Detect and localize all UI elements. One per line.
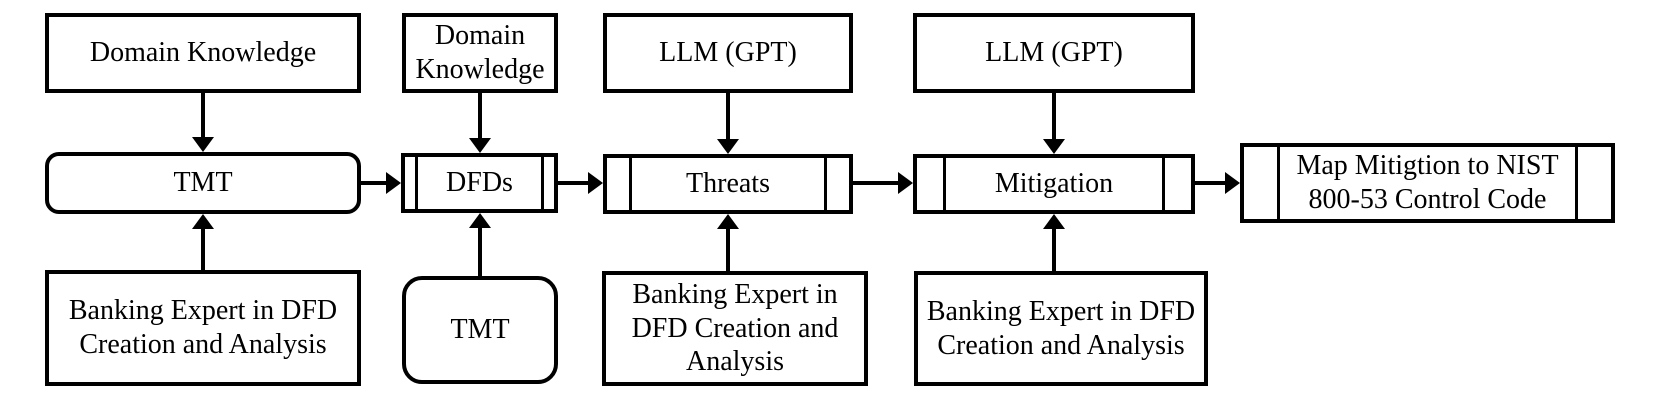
stage3-bottom-arrowhead-up-icon [717, 214, 739, 229]
stage3-top-input-box: LLM (GPT) [603, 13, 853, 93]
stage2-bottom-arrowhead-up-icon [469, 213, 491, 228]
stage4-process-label: Mitigation [994, 168, 1114, 200]
flow-arrowhead-right-icon [898, 172, 913, 194]
stage4-top-arrow-line [1052, 93, 1056, 140]
stage4-process-box: Mitigation [913, 154, 1195, 214]
predefined-process-left-bar [943, 158, 946, 210]
stage3-process-label: Threats [686, 168, 770, 200]
flow-arrow-line-tmt-to-dfds [361, 181, 389, 185]
stage4-top-input-box: LLM (GPT) [913, 13, 1195, 93]
predefined-process-left-bar [1277, 147, 1280, 219]
stage4-top-arrowhead-down-icon [1043, 139, 1065, 154]
stage1-bottom-arrow-line [201, 228, 205, 270]
stage1-process-box: TMT [45, 152, 361, 214]
stage4-bottom-arrow-line [1052, 228, 1056, 271]
stage2-bottom-input-label: TMT [450, 314, 510, 346]
stage4-top-input-label: LLM (GPT) [985, 37, 1123, 69]
predefined-process-left-bar [629, 158, 632, 210]
stage4-bottom-arrowhead-up-icon [1043, 214, 1065, 229]
stage3-top-arrowhead-down-icon [717, 139, 739, 154]
stage5-process-box: Map Mitigtion to NIST 800-53 Control Cod… [1240, 143, 1615, 223]
flow-arrowhead-right-icon [1225, 172, 1240, 194]
stage2-top-arrowhead-down-icon [469, 138, 491, 153]
flow-arrow-line-dfds-to-threats [558, 181, 591, 185]
stage1-bottom-input-label: Banking Expert in DFD Creation and Analy… [68, 295, 338, 360]
flow-arrow-line-mitigation-to-nist [1195, 181, 1227, 185]
flow-arrow-line-threats-to-mitigation [853, 181, 900, 185]
stage3-bottom-input-label: Banking Expert in DFD Creation and Analy… [631, 279, 839, 378]
stage1-process-label: TMT [173, 167, 233, 199]
stage1-top-arrow-line [201, 93, 205, 138]
stage3-top-input-label: LLM (GPT) [659, 37, 797, 69]
flow-arrowhead-right-icon [386, 172, 401, 194]
predefined-process-right-bar [1575, 147, 1578, 219]
stage1-top-input-box: Domain Knowledge [45, 13, 361, 93]
stage2-bottom-input-box: TMT [402, 276, 558, 384]
stage2-top-arrow-line [478, 93, 482, 139]
stage4-bottom-input-box: Banking Expert in DFD Creation and Analy… [914, 271, 1208, 386]
stage2-process-label: DFDs [446, 167, 513, 199]
predefined-process-right-bar [1162, 158, 1165, 210]
stage1-bottom-arrowhead-up-icon [192, 214, 214, 229]
stage2-top-input-label: Domain Knowledge [415, 20, 545, 85]
stage2-process-box: DFDs [401, 153, 558, 213]
predefined-process-left-bar [415, 157, 418, 209]
flow-arrowhead-right-icon [588, 172, 603, 194]
stage3-bottom-arrow-line [726, 228, 730, 271]
stage3-top-arrow-line [726, 93, 730, 140]
stage1-bottom-input-box: Banking Expert in DFD Creation and Analy… [45, 270, 361, 386]
stage1-top-arrowhead-down-icon [192, 137, 214, 152]
stage4-bottom-input-label: Banking Expert in DFD Creation and Analy… [926, 295, 1196, 361]
stage3-process-box: Threats [603, 154, 853, 214]
stage2-top-input-box: Domain Knowledge [402, 13, 558, 93]
stage5-process-label: Map Mitigtion to NIST 800-53 Control Cod… [1296, 150, 1559, 215]
stage2-bottom-arrow-line [478, 227, 482, 276]
predefined-process-right-bar [824, 158, 827, 210]
predefined-process-right-bar [541, 157, 544, 209]
stage3-bottom-input-box: Banking Expert in DFD Creation and Analy… [602, 271, 868, 386]
stage1-top-input-label: Domain Knowledge [89, 37, 317, 69]
